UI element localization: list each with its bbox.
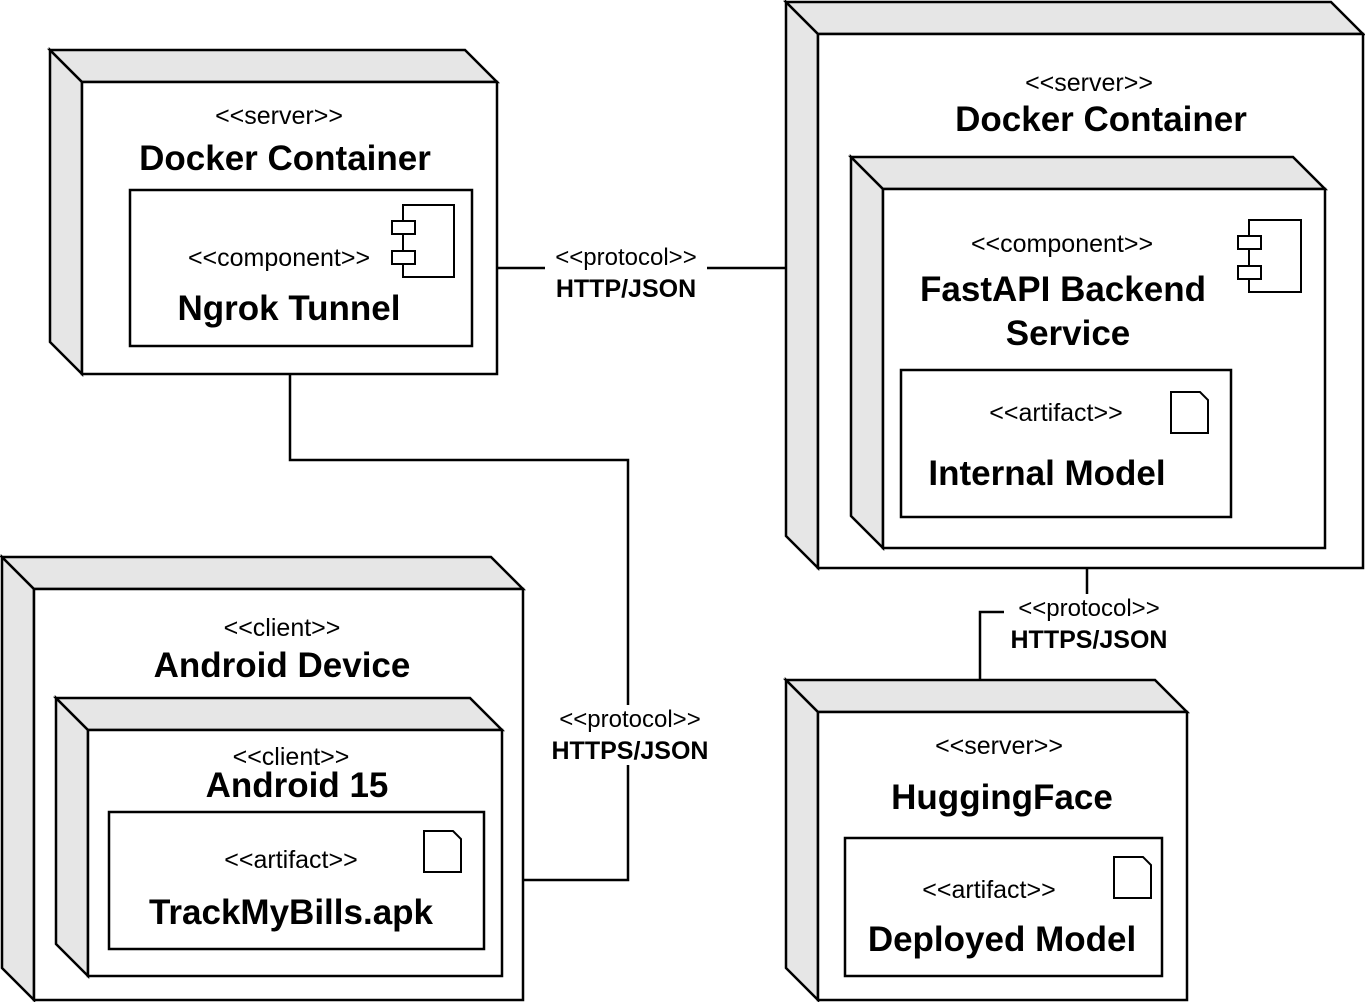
node-left-docker-container: <<server>> Docker Container <<component>… xyxy=(46,46,501,378)
node-title: HuggingFace xyxy=(891,778,1113,817)
component-title-line2: Service xyxy=(1006,314,1131,353)
node-stereotype: <<server>> xyxy=(1025,69,1153,97)
document-icon xyxy=(1170,391,1209,434)
node-huggingface: <<server>> HuggingFace <<artifact>> Depl… xyxy=(782,676,1191,1002)
artifact-title: Deployed Model xyxy=(868,920,1136,959)
artifact-box xyxy=(107,810,486,951)
node-side xyxy=(849,153,885,552)
node-title: Docker Container xyxy=(955,100,1247,139)
node-title: Android Device xyxy=(154,646,411,685)
node-right-docker-container: <<server>> Docker Container <<component>… xyxy=(782,0,1365,572)
node-stereotype: <<server>> xyxy=(215,102,343,130)
connector-label-apk-tunnel: <<protocol>> HTTPS/JSON xyxy=(544,705,716,765)
artifact-trackmybills-apk: <<artifact>> TrackMyBills.apk xyxy=(107,810,486,951)
node-side xyxy=(784,676,820,1002)
component-title: Ngrok Tunnel xyxy=(178,289,401,328)
connector-label-backend-huggingface: <<protocol>> HTTPS/JSON xyxy=(1004,594,1174,656)
artifact-stereotype: <<artifact>> xyxy=(989,399,1122,427)
node-top xyxy=(52,696,506,732)
artifact-stereotype: <<artifact>> xyxy=(922,876,1055,904)
component-ngrok-tunnel: <<component>> Ngrok Tunnel xyxy=(128,188,474,348)
node-top xyxy=(0,555,527,591)
artifact-title: TrackMyBills.apk xyxy=(149,893,434,932)
connector-apk-tunnel xyxy=(288,374,630,882)
connector-protocol: HTTPS/JSON xyxy=(1011,626,1168,654)
node-side xyxy=(0,553,36,1002)
node-title: Docker Container xyxy=(139,139,431,178)
artifact-stereotype: <<artifact>> xyxy=(224,846,357,874)
node-stereotype: <<server>> xyxy=(935,732,1063,760)
component-icon xyxy=(391,204,455,278)
component-title-line1: FastAPI Backend xyxy=(920,270,1206,309)
artifact-deployed-model: <<artifact>> Deployed Model xyxy=(843,836,1164,978)
artifact-internal-model: <<artifact>> Internal Model xyxy=(899,368,1233,519)
component-stereotype: <<component>> xyxy=(971,230,1153,258)
node-side xyxy=(54,694,90,980)
node-android-device: <<client>> Android Device <<client>> And… xyxy=(0,553,527,1002)
node-top xyxy=(782,0,1365,36)
artifact-title: Internal Model xyxy=(928,454,1165,493)
connector-label-tunnel-backend: <<protocol>> HTTP/JSON xyxy=(545,242,707,303)
component-stereotype: <<component>> xyxy=(188,244,370,272)
node-top xyxy=(782,678,1191,714)
node-title: Android 15 xyxy=(206,766,389,805)
connector-protocol: HTTP/JSON xyxy=(556,275,696,303)
document-icon xyxy=(1113,856,1152,899)
artifact-box xyxy=(843,836,1164,978)
node-stereotype: <<client>> xyxy=(233,743,350,771)
node-top xyxy=(46,48,501,84)
node-stereotype: <<client>> xyxy=(224,614,341,642)
connector-stereotype: <<protocol>> xyxy=(559,706,700,733)
connector-protocol: HTTPS/JSON xyxy=(552,737,709,765)
document-icon xyxy=(423,830,462,873)
connector-stereotype: <<protocol>> xyxy=(555,244,696,271)
connector-stereotype: <<protocol>> xyxy=(1018,595,1159,622)
node-android-15: <<client>> Android 15 <<artifact>> Track… xyxy=(52,694,506,980)
node-side xyxy=(48,46,84,378)
node-top xyxy=(847,155,1329,191)
node-side xyxy=(784,0,820,572)
node-fastapi-backend: <<component>> FastAPI Backend Service <<… xyxy=(847,153,1329,552)
component-icon xyxy=(1237,219,1302,293)
